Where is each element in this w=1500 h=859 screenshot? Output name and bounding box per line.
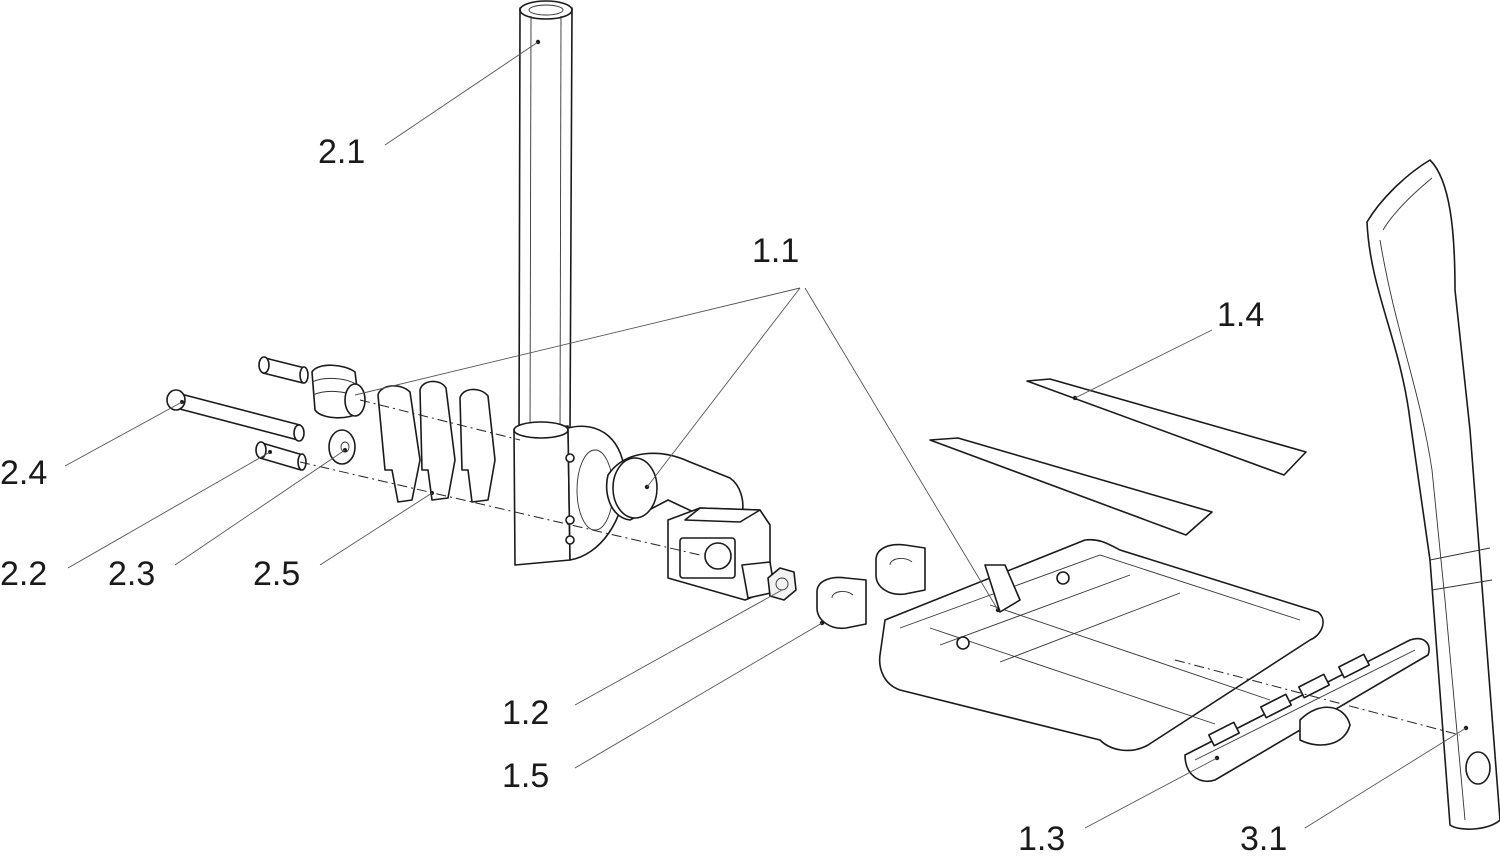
part-2-4-pin (166, 389, 305, 442)
label-2-1: 2.1 (318, 133, 365, 171)
label-1-4: 1.4 (1217, 296, 1264, 334)
part-3-1-curved-bar (1366, 159, 1500, 830)
part-2-1-tube (513, 0, 626, 566)
part-1-5-clips (816, 543, 926, 630)
label-1-3: 1.3 (1018, 820, 1065, 858)
part-labels: 2.1 1.1 1.4 2.4 2.2 2.3 2.5 1.2 1.5 1.3 … (0, 133, 1287, 858)
label-2-3: 2.3 (108, 555, 155, 593)
axis-lines (299, 399, 1461, 736)
footplate (878, 538, 1324, 752)
part-2-3-washer (328, 429, 356, 465)
label-3-1: 3.1 (1240, 820, 1287, 858)
leader-lines (64, 41, 1467, 829)
spring-bushing (311, 364, 366, 419)
label-1-2: 1.2 (502, 694, 549, 732)
part-2-5-spring-clips (377, 380, 496, 503)
label-1-1: 1.1 (752, 232, 799, 270)
part-1-4-strips (929, 378, 1307, 536)
part-1-3-bracket (1184, 637, 1430, 782)
label-2-5: 2.5 (253, 555, 300, 593)
label-2-2: 2.2 (0, 555, 47, 593)
label-2-4: 2.4 (0, 454, 47, 492)
label-1-5: 1.5 (502, 757, 549, 795)
part-2-2-pins (255, 356, 309, 471)
part-1-1-elbow-mount (605, 452, 776, 601)
